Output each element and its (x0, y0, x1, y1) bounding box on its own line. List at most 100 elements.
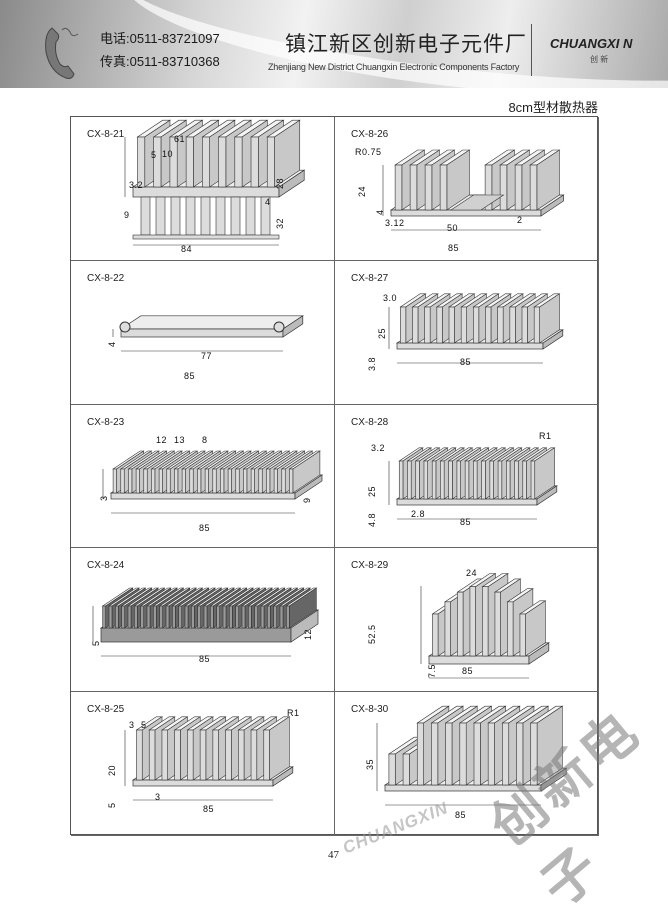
dimension-label: 61 (174, 134, 186, 144)
heatsink-fin (220, 468, 225, 493)
heatsink-fin (514, 164, 523, 211)
heatsink-fin (115, 606, 119, 629)
heatsink-fin (485, 306, 492, 344)
heatsink-fin (460, 306, 467, 344)
heatsink-fin (153, 136, 162, 188)
dimension-label: 5 (151, 150, 157, 160)
dimension-label: 85 (462, 666, 474, 677)
dimension-label: 85 (199, 654, 211, 665)
heatsink-fin (218, 136, 227, 188)
heatsink-drawing (382, 149, 565, 231)
heatsink-fin (509, 306, 516, 344)
heatsink-fin (394, 164, 403, 211)
dimension-label: 85 (448, 243, 460, 253)
dimension-label: 20 (107, 765, 117, 777)
dimension-label: 85 (455, 810, 467, 821)
heatsink-lower-base (132, 234, 280, 240)
dimension-label: 9 (124, 210, 130, 220)
dimension-label: 2.8 (411, 508, 426, 519)
heatsink-base-side (278, 169, 305, 198)
heatsink-fin (507, 601, 514, 657)
heatsink-fin (448, 460, 453, 499)
heatsink-fin (212, 468, 217, 493)
heatsink-fin (250, 136, 259, 188)
heatsink-fin (189, 468, 194, 493)
heatsink-fin (229, 606, 233, 629)
heatsink-fin (165, 606, 170, 629)
heatsink-fin (439, 164, 448, 211)
heatsink-fin (448, 306, 455, 344)
heatsink-fin (436, 306, 443, 344)
heatsink-fin (409, 164, 418, 211)
heatsink-fin (400, 306, 407, 344)
header-divider (531, 24, 532, 76)
heatsink-fin (484, 164, 493, 211)
dimension-label: 7.5 (427, 664, 437, 679)
heatsink-fin (473, 306, 480, 344)
heatsink-drawing (102, 450, 324, 513)
heatsink-fin (234, 136, 243, 188)
heatsink-fin (243, 468, 248, 493)
dimension-label: 3.2 (129, 180, 144, 190)
heatsink-fin (416, 722, 424, 786)
heatsink-fin (506, 460, 511, 499)
heatsink-fin (260, 606, 265, 629)
model-label: CX-8-24 (87, 560, 125, 572)
heatsink-drawing (124, 716, 294, 801)
page-number: 47 (328, 849, 339, 861)
heatsink-base-side (528, 642, 550, 666)
heatsink-fin (431, 722, 439, 786)
heatsink-rail (119, 321, 131, 333)
heatsink-base-side (540, 194, 564, 217)
heatsink-fin (457, 592, 464, 657)
dimension-label: 9 (302, 497, 312, 503)
heatsink-fin (529, 164, 538, 211)
heatsink-base (396, 342, 544, 350)
heatsink-fin (388, 753, 396, 786)
heatsink-fin (203, 606, 208, 629)
heatsink-fin (258, 468, 263, 493)
dimension-label: 5 (141, 720, 147, 731)
heatsink-fin (137, 136, 146, 188)
dimension-label: 13 (174, 434, 186, 445)
heatsink-fin (263, 729, 270, 781)
product-grid: CX-8-21 61 5 10 3.2 9 4 28 32 84 CX-8-26… (70, 116, 599, 836)
dimension-label: 3.2 (371, 442, 386, 453)
dimension-label: 3.8 (367, 356, 377, 371)
heatsink-drawing (124, 119, 306, 246)
brand-logo-sub: 创 新 (590, 55, 609, 64)
heatsink-fin (494, 592, 501, 657)
heatsink-fin (153, 606, 157, 629)
heatsink-fin (445, 722, 453, 786)
heatsink-fin (533, 306, 540, 344)
company-name-en: Zhenjiang New District Chuangxin Electro… (268, 62, 520, 72)
heatsink-fin (273, 606, 277, 629)
heatsink-fin (473, 722, 481, 786)
heatsink-fin (161, 729, 168, 781)
heatsink-fin (210, 606, 214, 629)
heatsink-lower-fin (245, 196, 256, 236)
dimension-label: 35 (365, 759, 375, 771)
section-title: 8cm型材散热器 (508, 100, 598, 115)
heatsink-base-side (536, 484, 558, 506)
heatsink-fin (489, 460, 494, 499)
model-label: CX-8-23 (87, 416, 125, 428)
heatsink-fin (519, 614, 526, 657)
dimension-label: 25 (367, 485, 377, 497)
dimension-label: 3 (129, 720, 135, 731)
heatsink-drawing (112, 314, 304, 352)
heatsink-fin (187, 729, 194, 781)
heatsink-fin (250, 729, 258, 781)
dimension-label: 3.0 (383, 292, 398, 303)
heatsink-fin (222, 606, 227, 629)
heatsink-fin (254, 606, 258, 629)
heatsink-fin (121, 606, 125, 629)
heatsink-fin (499, 164, 508, 211)
heatsink-lower-fin (185, 196, 196, 236)
heatsink-fin (148, 729, 156, 781)
heatsink-base (132, 186, 280, 198)
dimension-label: 85 (460, 516, 472, 527)
heatsink-fin (464, 460, 470, 499)
heatsink-fin (184, 606, 189, 629)
dimension-label: 84 (181, 244, 193, 254)
